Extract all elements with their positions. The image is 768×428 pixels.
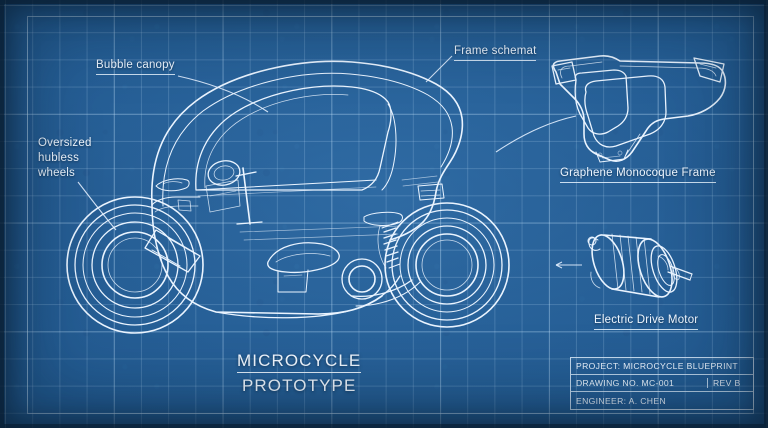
callout-bubble-canopy: Bubble canopy [96, 58, 175, 75]
drawing-title-line1: MICROCYCLE [237, 350, 362, 373]
bubble-canopy-glass [195, 85, 397, 197]
title-block-row-drawing: DRAWING NO. MC-001 REV B [571, 375, 753, 392]
title-block-drawing-no: DRAWING NO. MC-001 [576, 378, 675, 388]
title-block: PROJECT: MICROCYCLE BLUEPRINT DRAWING NO… [570, 357, 754, 410]
electric-drive-motor-drawing [587, 233, 693, 298]
leader-bubble-canopy [177, 75, 269, 113]
graphene-monocoque-frame-drawing [551, 54, 727, 163]
leader-electric-motor-tick [555, 261, 563, 269]
drawing-title-line2: PROTOTYPE [241, 376, 357, 395]
callout-graphene-monocoque-frame: Graphene Monocoque Frame [560, 166, 716, 183]
leader-graphene-frame [495, 115, 577, 153]
title-block-rev: REV B [707, 378, 753, 388]
title-block-project: PROJECT: MICROCYCLE BLUEPRINT [576, 361, 738, 371]
title-block-row-project: PROJECT: MICROCYCLE BLUEPRINT [571, 358, 753, 375]
callout-electric-drive-motor: Electric Drive Motor [594, 313, 699, 330]
seat [267, 242, 340, 293]
callout-frame-schematic: Frame schemat [454, 44, 537, 61]
interior-controls [205, 160, 263, 225]
title-block-row-engineer: ENGINEER: A. CHEN [571, 392, 753, 409]
callout-oversized-hubless-wheels: Oversized hubless wheels [38, 137, 92, 179]
drawing-title: MICROCYCLE PROTOTYPE [237, 350, 362, 396]
title-block-engineer: ENGINEER: A. CHEN [576, 395, 666, 406]
door-and-side-details [239, 175, 445, 241]
rear-wheel-hubless [384, 202, 510, 328]
leader-hubless-wheels [77, 181, 117, 231]
leader-frame-schematic [425, 55, 453, 83]
chassis-and-suspension [144, 221, 421, 319]
